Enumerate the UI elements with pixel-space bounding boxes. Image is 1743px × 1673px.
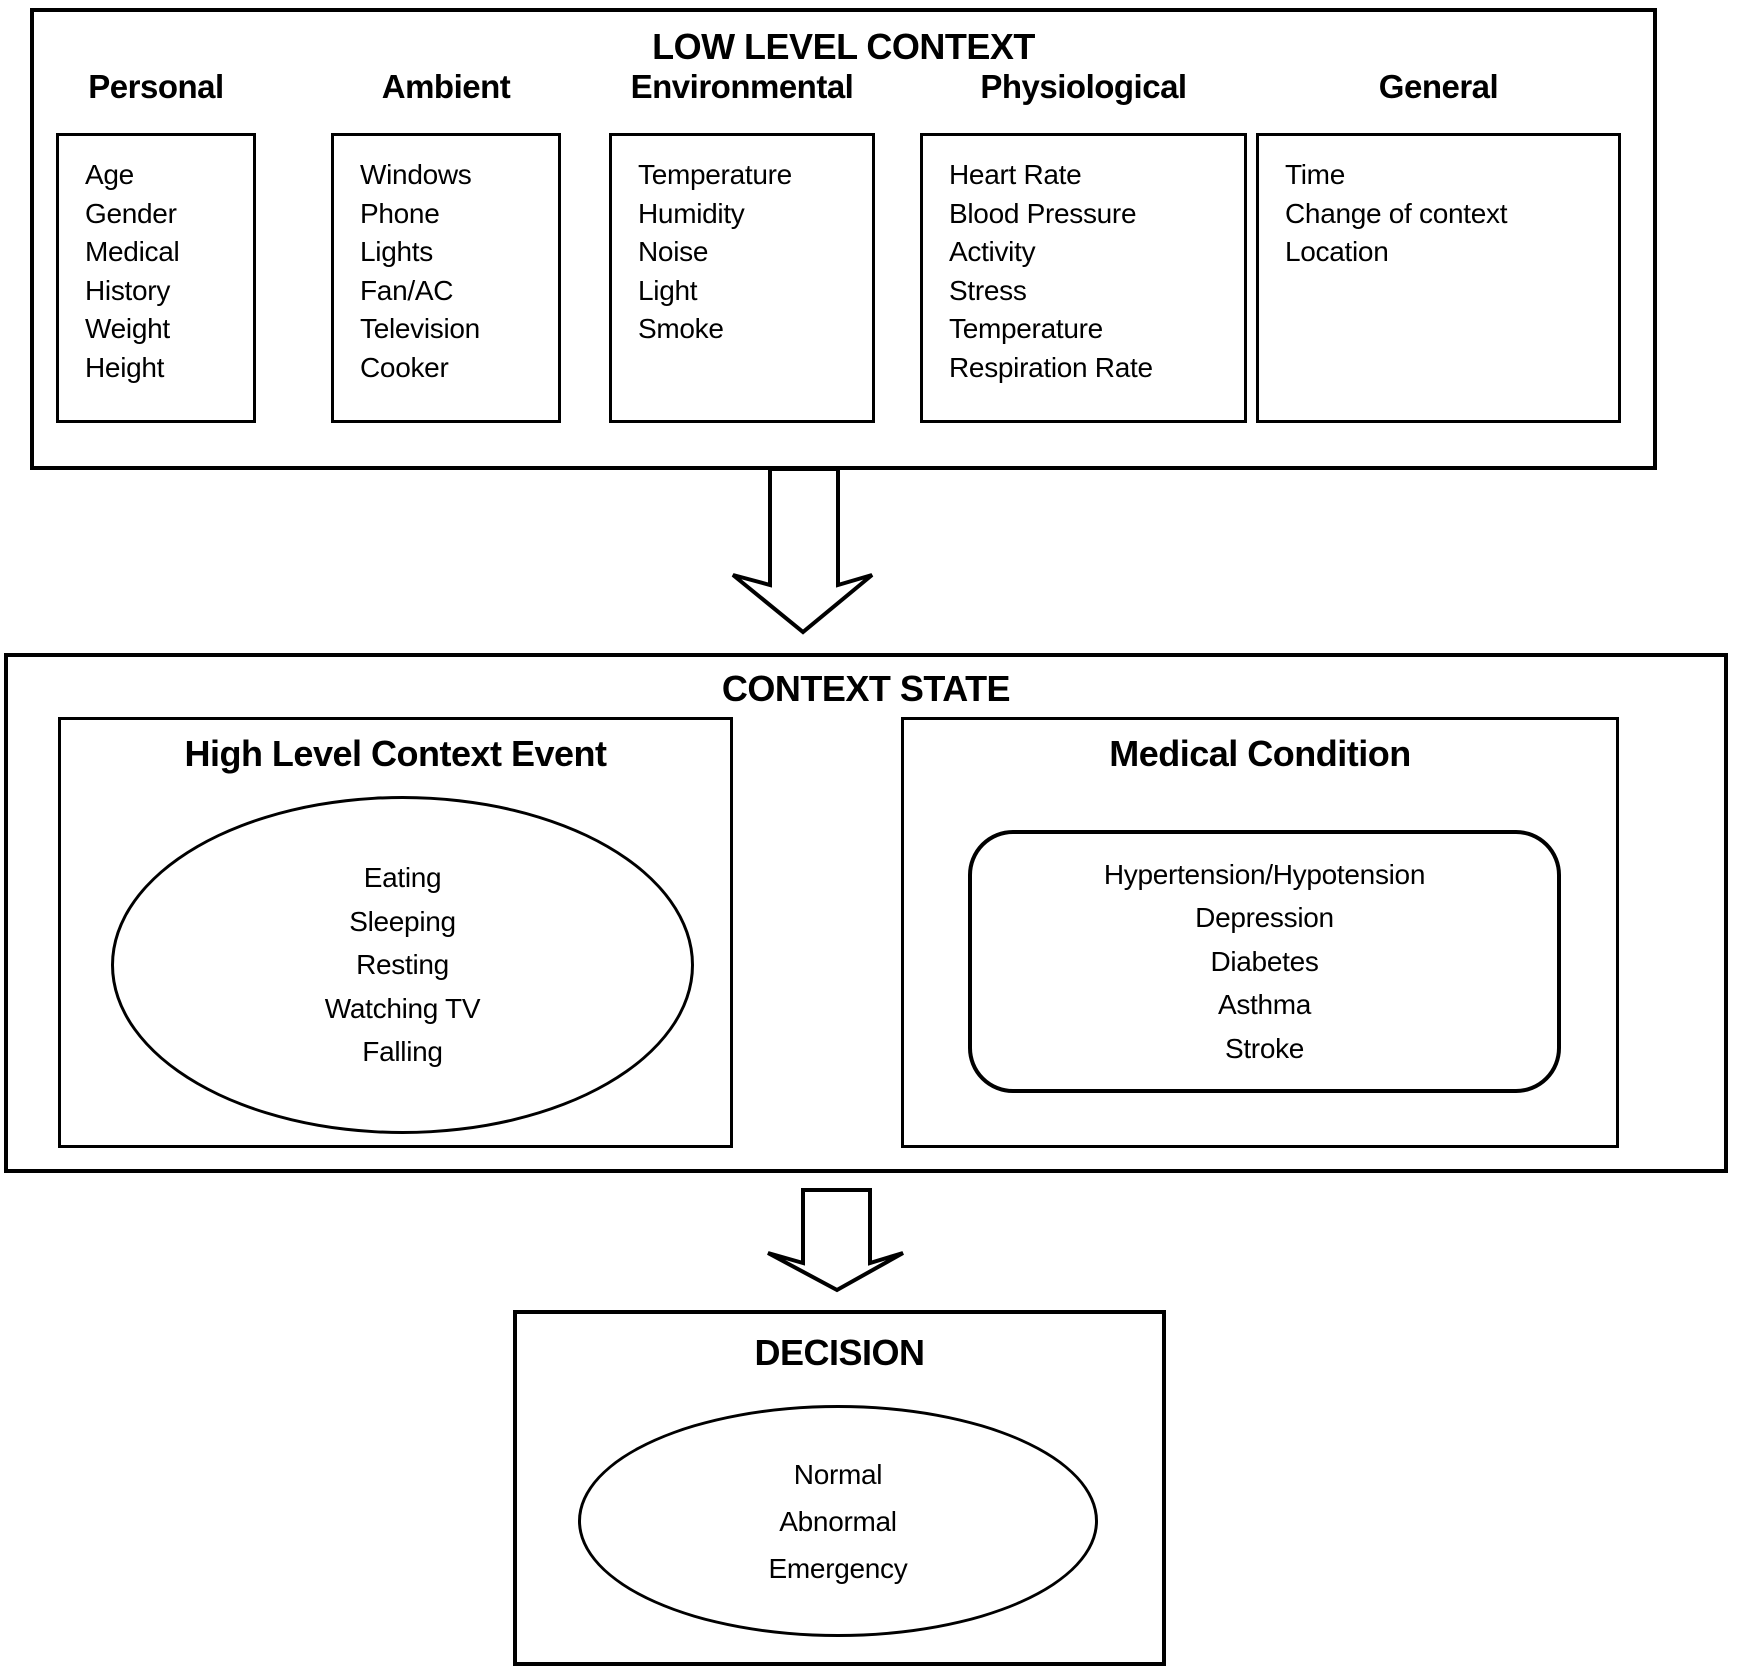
list-item: Smoke	[638, 313, 724, 344]
column-header-personal: Personal	[88, 68, 224, 105]
list-item: Activity	[949, 236, 1036, 267]
list-item: Television	[360, 313, 480, 344]
list-item: Eating	[363, 862, 442, 894]
list-item: Stroke	[1224, 1032, 1305, 1064]
list-item: Hypertension/Hypotension	[1103, 858, 1426, 890]
context-state-panel: CONTEXT STATE High Level Context Event E…	[4, 653, 1728, 1173]
list-item: Heart Rate	[949, 159, 1082, 190]
list-item: Medical	[85, 236, 180, 267]
list-item: Asthma	[1217, 989, 1312, 1021]
list-item: Emergency	[768, 1552, 908, 1584]
list-item: Windows	[360, 159, 472, 190]
list-item: Lights	[360, 236, 433, 267]
list-item: Resting	[356, 949, 449, 981]
list-item: Blood Pressure	[949, 197, 1137, 229]
medical-condition-title: Medical Condition	[1109, 733, 1411, 774]
list-item: Diabetes	[1210, 945, 1319, 977]
list-item: History	[85, 274, 171, 306]
list-item: Noise	[638, 236, 709, 267]
list-item: Location	[1285, 236, 1389, 267]
list-item: Fan/AC	[360, 274, 454, 306]
down-arrow-icon	[731, 467, 874, 635]
low-level-context-title: LOW LEVEL CONTEXT	[652, 26, 1035, 67]
down-arrow-icon	[767, 1188, 904, 1293]
list-item: Abnormal	[779, 1505, 897, 1537]
list-item: Height	[85, 351, 165, 383]
list-item: Time	[1285, 159, 1345, 190]
decision-title: DECISION	[754, 1332, 925, 1373]
list-item: Phone	[360, 197, 440, 229]
column-header-ambient: Ambient	[381, 68, 511, 105]
column-header-environmental: Environmental	[630, 68, 854, 105]
list-item: Age	[85, 159, 134, 190]
list-item: Depression	[1195, 902, 1334, 934]
list-item: Humidity	[638, 197, 745, 229]
list-item: Falling	[362, 1036, 443, 1068]
list-item: Temperature	[638, 159, 792, 190]
list-item: Gender	[85, 197, 177, 229]
list-item: Light	[638, 274, 698, 306]
list-item: Cooker	[360, 351, 449, 383]
medical-condition-box: Medical Condition Hypertension/Hypotensi…	[901, 717, 1619, 1148]
column-header-general: General	[1378, 68, 1499, 105]
list-item: Watching TV	[324, 992, 481, 1024]
list-item: Normal	[793, 1458, 883, 1490]
list-item: Sleeping	[349, 905, 456, 937]
list-item: Stress	[949, 274, 1027, 306]
column-header-physiological: Physiological	[980, 68, 1187, 105]
list-item: Weight	[85, 313, 170, 344]
context-state-title: CONTEXT STATE	[721, 668, 1011, 709]
list-item: Respiration Rate	[949, 351, 1153, 383]
list-item: Temperature	[949, 313, 1103, 344]
high-level-context-event-title: High Level Context Event	[184, 733, 607, 774]
list-item: Change of context	[1285, 197, 1508, 229]
